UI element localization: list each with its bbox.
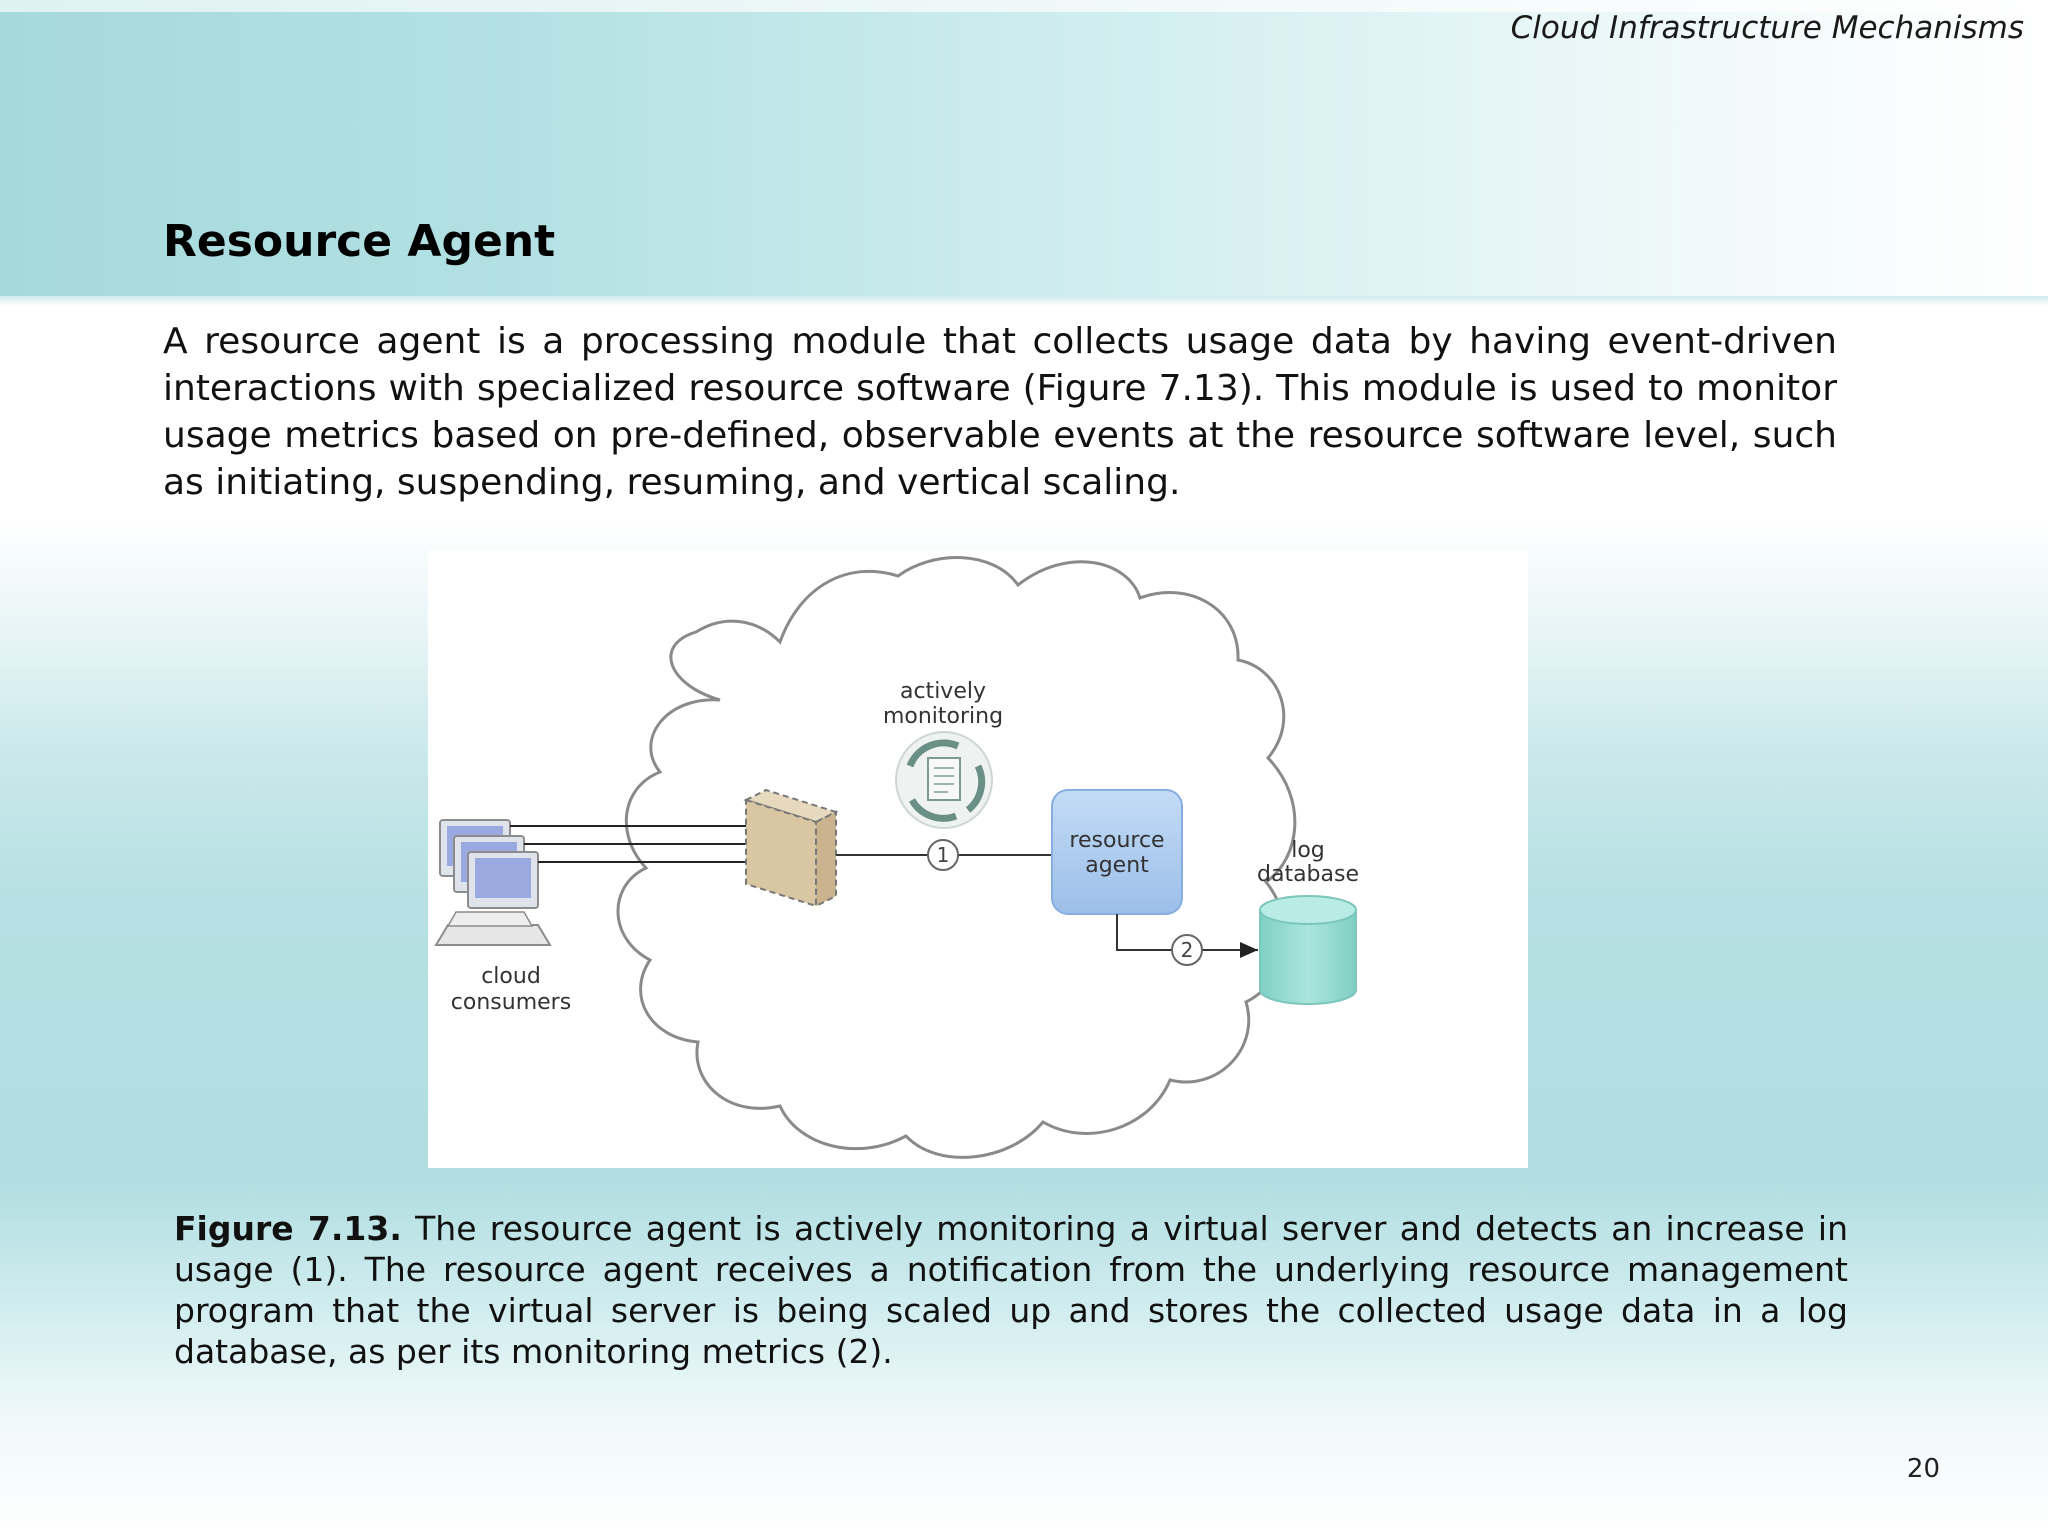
virtual-server-icon	[743, 788, 839, 908]
actively-monitoring-label-2: monitoring	[883, 704, 1003, 729]
step-2-marker	[1171, 934, 1203, 966]
caption-text: The resource agent is actively monitorin…	[174, 1209, 1848, 1371]
page-number: 20	[1906, 1454, 1940, 1484]
caption-label: Figure 7.13.	[174, 1209, 402, 1248]
body-paragraph: A resource agent is a processing module …	[163, 321, 1837, 503]
computer-icon	[434, 819, 552, 946]
step-1-marker	[927, 839, 959, 871]
log-database-label-2: database	[1257, 862, 1359, 887]
resource-agent-label-2: agent	[1085, 853, 1149, 878]
figure-diagram: cloud consumers actively monitoring	[434, 556, 1359, 1159]
slide-title: Resource Agent	[163, 216, 556, 267]
log-database-label-1: log	[1291, 838, 1325, 863]
storage-arrow	[1116, 914, 1258, 958]
figure: cloud consumers actively monitoring	[428, 550, 1528, 1168]
cloud-consumers-label-1: cloud	[481, 964, 541, 989]
step-2-number: 2	[1181, 938, 1194, 962]
cloud-consumers-label-2: consumers	[451, 990, 571, 1015]
running-head: Cloud Infrastructure Mechanisms	[1510, 10, 2024, 46]
monitoring-cycle-icon	[895, 731, 993, 829]
resource-agent-label-1: resource	[1069, 828, 1164, 853]
figure-caption: Figure 7.13. The resource agent is activ…	[174, 1208, 1848, 1372]
header-band	[0, 12, 2048, 306]
actively-monitoring-label-1: actively	[900, 679, 986, 704]
database-icon	[1259, 895, 1357, 1005]
top-strip	[0, 0, 2048, 12]
step-1-number: 1	[937, 843, 950, 867]
